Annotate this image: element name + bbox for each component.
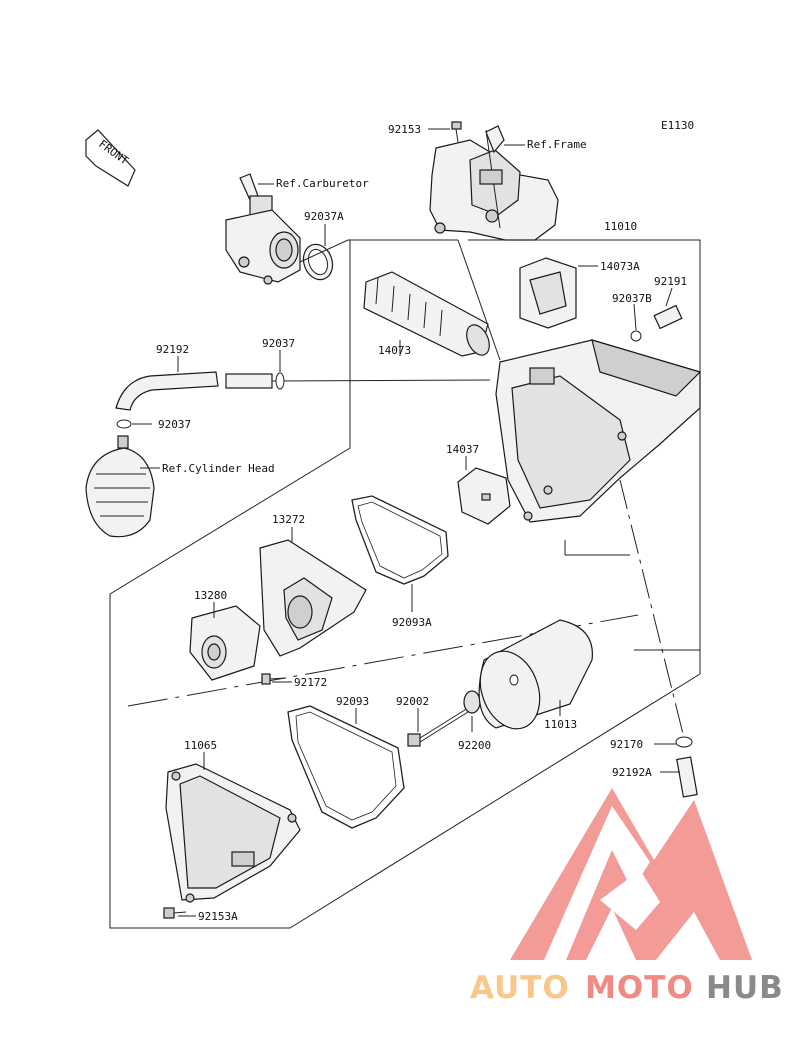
gasket-92093a — [351, 495, 449, 585]
hose-92192a — [676, 756, 698, 798]
label-92192: 92192 — [156, 343, 189, 356]
label-92002: 92002 — [396, 695, 429, 708]
cylinder-head-reference — [85, 435, 155, 538]
watermark-moto: MOTO — [585, 970, 694, 1006]
label-92037-top: 92037 — [262, 337, 295, 350]
label-92093: 92093 — [336, 695, 369, 708]
label-92037a: 92037A — [304, 210, 344, 223]
clamp-92037-left — [116, 419, 132, 429]
label-ref-carburetor: Ref.Carburetor — [276, 177, 369, 190]
assembly-outline — [109, 239, 701, 929]
label-92037b: 92037B — [612, 292, 652, 305]
clamp-92037a — [302, 243, 334, 281]
label-92170: 92170 — [610, 738, 643, 751]
bolt-92002 — [407, 707, 469, 747]
bolt-92153 — [451, 121, 462, 143]
label-92172: 92172 — [294, 676, 327, 689]
label-92153: 92153 — [388, 123, 421, 136]
washer-92200 — [463, 690, 481, 714]
frame-reference — [429, 125, 559, 241]
label-13280: 13280 — [194, 589, 227, 602]
clamp-92170 — [675, 736, 693, 748]
label-92037-left: 92037 — [158, 418, 191, 431]
plate-14037 — [457, 467, 511, 525]
label-11065: 11065 — [184, 739, 217, 752]
hose-92191 — [653, 304, 683, 330]
label-14037: 14037 — [446, 443, 479, 456]
gasket-92093 — [287, 705, 405, 829]
label-92192a: 92192A — [612, 766, 652, 779]
automotohub-logo — [510, 788, 752, 960]
label-ref-cylinder-head: Ref.Cylinder Head — [162, 462, 275, 475]
label-92200: 92200 — [458, 739, 491, 752]
front-arrow: FRONT — [85, 129, 136, 187]
watermark-auto: AUTO — [470, 970, 570, 1006]
breather-hose-92192 — [115, 371, 491, 411]
intake-duct-14073 — [363, 271, 490, 357]
label-14073: 14073 — [378, 344, 411, 357]
label-92093a: 92093A — [392, 616, 432, 629]
diagram-code: E1130 — [661, 119, 694, 132]
filter-element-11013 — [478, 619, 593, 730]
part-13280 — [189, 605, 261, 681]
label-13272: 13272 — [272, 513, 305, 526]
clamp-92037-hose — [275, 372, 285, 390]
label-92191: 92191 — [654, 275, 687, 288]
clamp-92037b — [630, 330, 642, 342]
cover-11065 — [165, 763, 301, 903]
label-92153a: 92153A — [198, 910, 238, 923]
holder-13272 — [259, 539, 367, 657]
screw-92153a — [163, 907, 187, 919]
label-11010: 11010 — [604, 220, 637, 233]
label-ref-frame: Ref.Frame — [527, 138, 587, 151]
watermark-hub: HUB — [706, 970, 784, 1006]
screw-92172 — [261, 673, 287, 685]
label-11013: 11013 — [544, 718, 577, 731]
carburetor-reference — [225, 173, 301, 285]
label-14073a: 14073A — [600, 260, 640, 273]
automotohub-watermark: AUTO MOTO HUB — [470, 788, 784, 1006]
airbox-11010 — [495, 257, 702, 523]
